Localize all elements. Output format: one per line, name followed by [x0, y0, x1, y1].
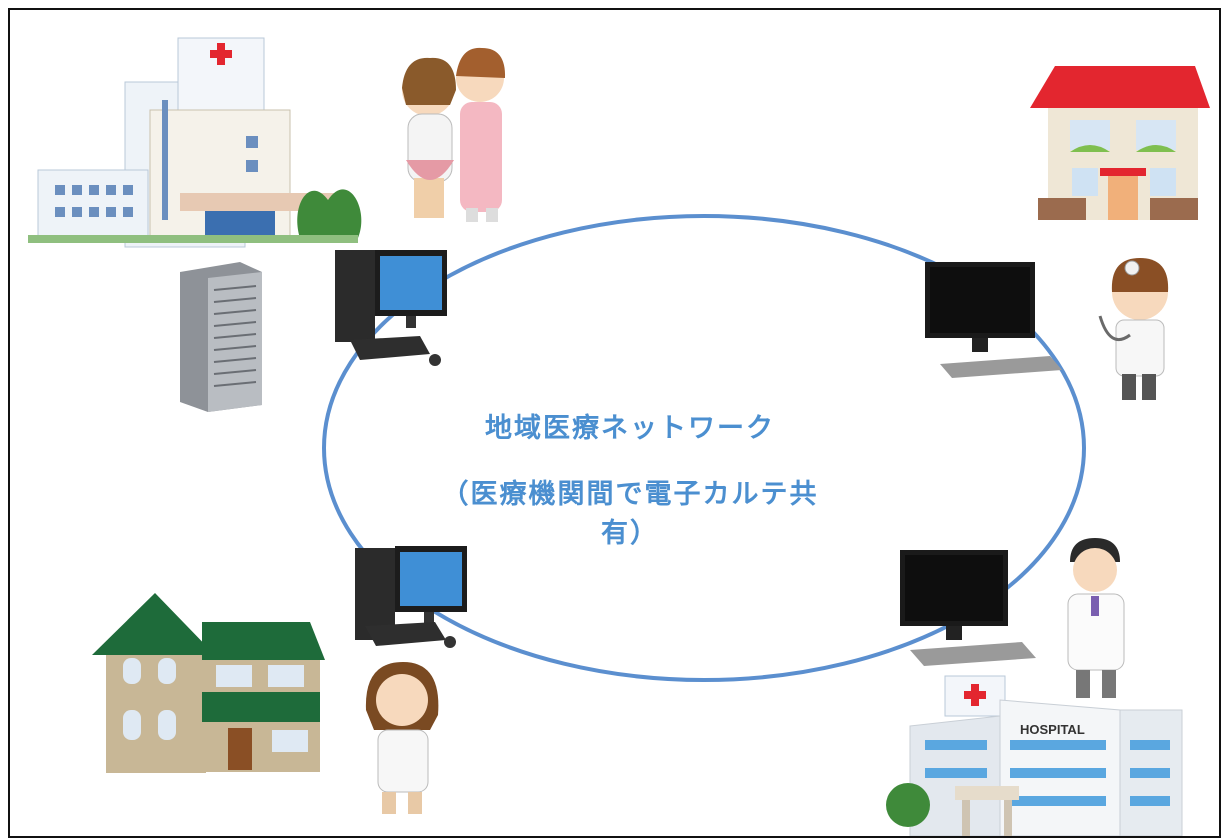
- network-subtitle: （医療機関間で電子カルテ共有）: [441, 479, 819, 549]
- diagram-frame: HOSPITAL 地域医療ネットワーク （医療機関間で電子カルテ共有）: [8, 8, 1221, 838]
- network-diagram: HOSPITAL: [28, 37, 1210, 836]
- desktop-pc-top-left: [335, 250, 447, 366]
- male-doctor-illustration: [1067, 538, 1125, 698]
- server-illustration: [180, 262, 262, 412]
- large-hospital-illustration: [28, 37, 362, 248]
- hospital-building-illustration: HOSPITAL: [886, 675, 1183, 836]
- monitor-top-right: [925, 262, 1062, 378]
- desktop-pc-bottom-left: [355, 546, 467, 648]
- hospital-sign: HOSPITAL: [1020, 722, 1085, 737]
- green-roof-house-illustration: [92, 593, 325, 773]
- monitor-bottom-right: [900, 550, 1036, 666]
- clinic-house-illustration: [1030, 66, 1210, 220]
- network-title: 地域医療ネットワーク: [485, 413, 775, 444]
- doctor-with-head-mirror-illustration: [1098, 258, 1169, 400]
- network-ring: [322, 214, 1086, 682]
- female-staff-illustration: [402, 47, 506, 222]
- female-doctor-illustration: [365, 662, 439, 814]
